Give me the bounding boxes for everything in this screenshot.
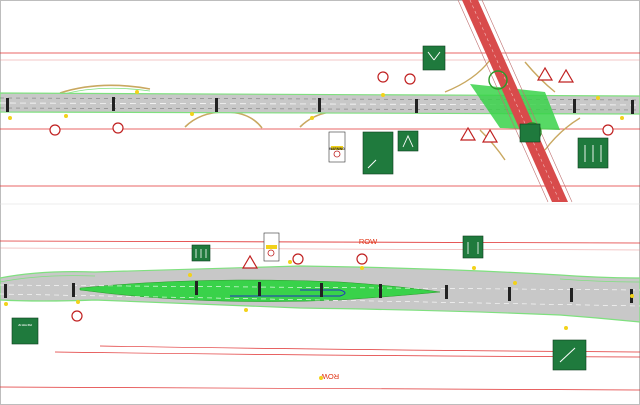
speed-limit-sign-icon — [112, 122, 124, 134]
arrow-icon — [427, 51, 441, 61]
direction-sign-text: Al Ain Rd — [18, 323, 32, 327]
row-line — [0, 247, 640, 251]
barrier-line — [230, 289, 346, 297]
survey-peg — [288, 260, 292, 264]
row-label-top: ROW — [359, 237, 378, 246]
survey-peg — [564, 326, 568, 330]
edge-line — [559, 278, 640, 283]
lane-marking — [0, 284, 640, 291]
slip-road — [479, 129, 506, 161]
chainage-marker — [6, 98, 9, 112]
survey-peg — [310, 116, 314, 120]
speed-limit-sign-icon — [356, 253, 368, 265]
row-line — [0, 386, 640, 391]
chainage-marker — [4, 284, 7, 298]
direction-sign — [519, 123, 541, 143]
warning-triangle-icon — [459, 126, 477, 141]
row-label-bottom: ROW — [320, 372, 339, 381]
chainage-markers — [6, 97, 634, 114]
roundabout-ring — [488, 70, 508, 90]
direction-signs — [362, 45, 609, 175]
arrow-icon — [584, 145, 602, 162]
chainage-marker — [318, 98, 321, 112]
chainage-marker — [215, 98, 218, 112]
survey-peg — [190, 112, 194, 116]
row-line — [0, 240, 640, 244]
crossing-road-edge — [457, 0, 549, 203]
warning-triangle-icon — [536, 66, 554, 81]
survey-peg — [472, 266, 476, 270]
direction-signs: Al Ain Rd — [11, 235, 587, 371]
speed-limit-signs — [49, 71, 614, 136]
survey-peg — [360, 266, 364, 270]
warning-triangle-icon — [241, 254, 259, 269]
chainage-marker — [570, 288, 573, 302]
yellow-pegs — [4, 260, 634, 380]
speed-limit-sign-icon — [602, 124, 614, 136]
speed-limit-sign-icon — [267, 249, 275, 257]
arrow-icon — [402, 134, 414, 148]
warning-board-stripe — [266, 245, 277, 249]
survey-peg — [596, 96, 600, 100]
slip-road — [59, 84, 151, 94]
direction-sign — [462, 235, 484, 259]
speed-limit-sign-icon — [377, 71, 389, 83]
crossing-road-edge — [481, 0, 573, 203]
chainage-marker — [320, 283, 323, 297]
survey-peg — [244, 308, 248, 312]
edge-line — [0, 275, 96, 283]
warning-triangles — [459, 66, 575, 143]
lane-marking — [0, 293, 640, 307]
bottom-panel: ROW ROW — [0, 232, 640, 391]
yellow-pegs — [8, 90, 624, 120]
survey-peg — [135, 90, 139, 94]
direction-sign — [422, 45, 446, 71]
lane-marking — [469, 0, 561, 203]
slip-road — [444, 59, 491, 93]
direction-sign — [552, 339, 587, 371]
survey-peg — [513, 281, 517, 285]
chainage-marker — [573, 99, 576, 113]
survey-peg — [76, 300, 80, 304]
chainage-marker — [631, 100, 634, 114]
survey-peg — [630, 294, 634, 298]
chainage-marker — [379, 284, 382, 298]
survey-peg — [188, 273, 192, 277]
chainage-marker — [445, 285, 448, 299]
survey-peg — [8, 116, 12, 120]
speed-limit-signs — [71, 253, 368, 322]
arrow-icon — [367, 159, 377, 169]
chainage-marker — [258, 282, 261, 296]
warning-triangle-icon — [481, 128, 499, 143]
speed-limit-sign-icon — [333, 150, 341, 158]
chainage-marker — [508, 287, 511, 301]
survey-peg — [620, 116, 624, 120]
direction-sign — [397, 130, 419, 152]
survey-peg — [4, 302, 8, 306]
chainage-marker — [415, 99, 418, 113]
survey-peg — [381, 93, 385, 97]
survey-peg — [64, 114, 68, 118]
arrow-icon — [467, 242, 479, 254]
arrow-icon — [195, 249, 207, 258]
warning-board-stripe — [331, 146, 343, 150]
chainage-marker — [112, 97, 115, 111]
speed-limit-sign-icon — [71, 310, 83, 322]
chainage-marker — [72, 283, 75, 297]
survey-peg — [319, 376, 323, 380]
top-panel: WARNING — [0, 0, 640, 203]
speed-limit-sign-icon — [292, 253, 304, 265]
chainage-marker — [195, 281, 198, 295]
direction-sign — [362, 131, 394, 175]
warning-board-text: WARNING — [329, 147, 345, 151]
arrow-icon — [559, 347, 576, 363]
direction-sign — [11, 317, 39, 345]
speed-limit-sign-icon — [49, 124, 61, 136]
warning-triangle-icon — [557, 68, 575, 83]
speed-limit-sign-icon — [404, 73, 416, 85]
